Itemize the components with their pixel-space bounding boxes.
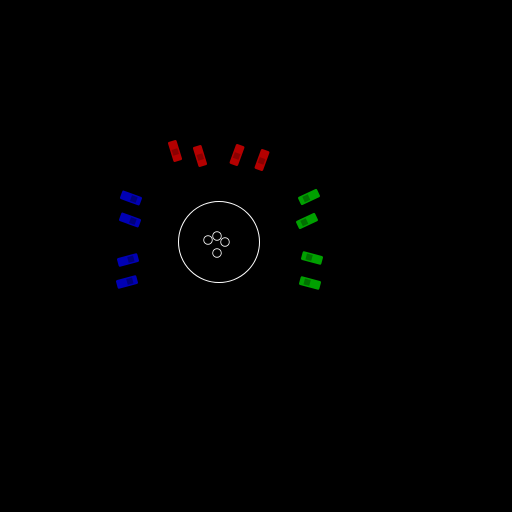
green-unit — [299, 276, 321, 290]
red-unit — [254, 149, 270, 171]
blue-team — [116, 190, 142, 289]
center-token — [212, 248, 222, 258]
center-token — [220, 237, 230, 247]
blue-unit — [119, 212, 141, 228]
green-team — [296, 188, 323, 290]
blue-unit — [120, 190, 142, 206]
red-team — [167, 140, 270, 171]
green-unit — [301, 251, 323, 265]
center-ring — [178, 201, 260, 283]
center-token — [212, 231, 222, 241]
red-unit — [229, 144, 245, 166]
red-unit — [192, 145, 208, 167]
blue-unit — [116, 275, 138, 289]
center-token — [203, 235, 213, 245]
center-zone — [178, 201, 260, 283]
red-unit — [167, 140, 183, 162]
green-unit — [298, 188, 320, 206]
blue-unit — [117, 253, 139, 267]
green-unit — [296, 212, 318, 230]
